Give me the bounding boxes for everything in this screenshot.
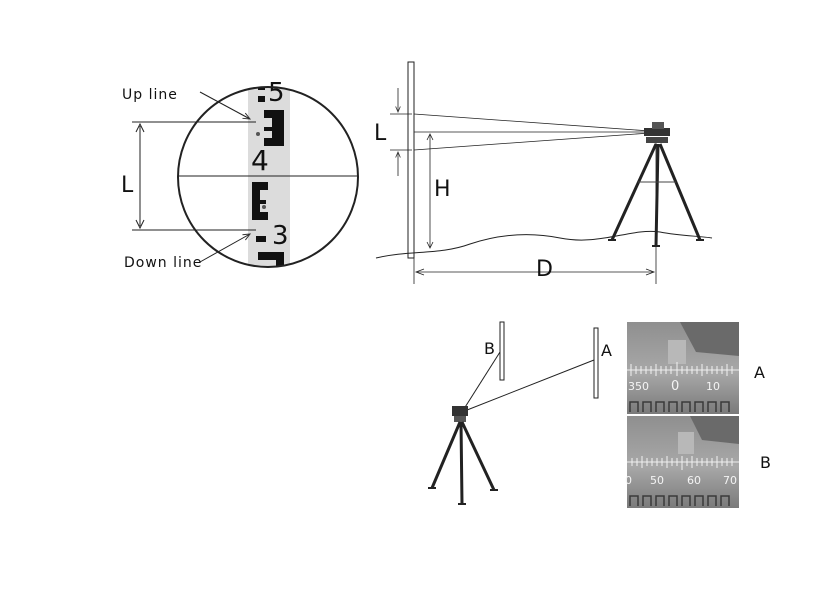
upper-sight-line: [414, 114, 650, 131]
staff-pole: [408, 62, 414, 258]
staff-number-4: 4: [251, 144, 269, 177]
distance-d-label: D: [536, 257, 553, 282]
down-line-pointer: [200, 234, 250, 262]
ground-line: [376, 231, 712, 258]
scale-photo-b: 0 50 60 70: [625, 416, 739, 508]
reticle-figure: 5 4 3 L Up line Down line: [121, 78, 358, 280]
reticle-l-label: L: [121, 173, 134, 198]
angle-figure: B A: [428, 322, 612, 504]
level-on-tripod-icon: [428, 406, 498, 504]
tick-10: 10: [706, 380, 720, 393]
down-line-label: Down line: [124, 255, 202, 271]
distance-l-label: L: [374, 121, 387, 146]
tick-60: 60: [687, 474, 701, 487]
photo-a-label: A: [754, 363, 765, 382]
staff-number-3: 3: [272, 221, 289, 251]
staff-b: [500, 322, 504, 380]
staff-number-5: 5: [268, 78, 285, 108]
tick-0-b: 0: [625, 474, 632, 487]
up-line-pointer: [200, 92, 250, 119]
up-line-label: Up line: [122, 87, 178, 103]
tick-350: 350: [628, 380, 649, 393]
distance-figure: L H D: [374, 62, 712, 284]
staff-b-label: B: [484, 339, 495, 358]
staff-a: [594, 328, 598, 398]
lower-sight-line: [414, 133, 650, 150]
tick-50: 50: [650, 474, 664, 487]
sight-line-a: [462, 360, 594, 412]
tick-0-a: 0: [671, 379, 679, 394]
photo-b-label: B: [760, 453, 771, 472]
sight-line-b: [462, 352, 500, 412]
staff-a-label: A: [601, 341, 612, 360]
level-instrument-icon: [608, 122, 704, 246]
distance-h-label: H: [434, 177, 451, 202]
scale-photo-a: 350 0 10: [627, 322, 739, 414]
tick-70: 70: [723, 474, 737, 487]
